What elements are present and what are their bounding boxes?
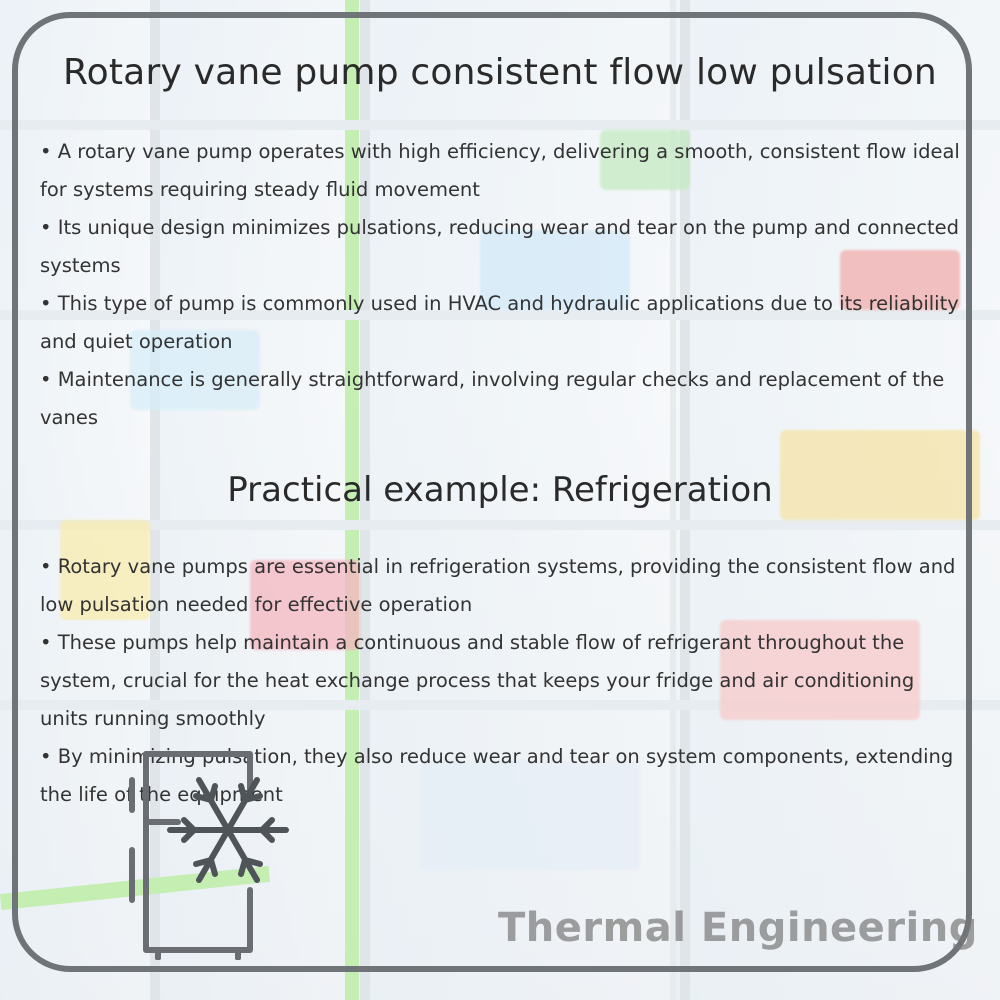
list-item: • Its unique design minimizes pulsations… <box>40 216 959 277</box>
list-item: • Maintenance is generally straightforwa… <box>40 368 945 429</box>
fridge-snowflake-icon <box>129 751 289 960</box>
rounded-frame <box>12 12 972 972</box>
intro-bullet-list: • A rotary vane pump operates with high … <box>40 133 960 437</box>
brand-watermark: Thermal Engineering <box>498 905 978 951</box>
list-item: • Rotary vane pumps are essential in ref… <box>40 555 956 616</box>
list-item: • By minimizing pulsation, they also red… <box>40 745 954 806</box>
section-title: Practical example: Refrigeration <box>227 470 773 510</box>
list-item: • These pumps help maintain a continuous… <box>40 631 915 730</box>
list-item: • This type of pump is commonly used in … <box>40 292 959 353</box>
example-bullet-list: • Rotary vane pumps are essential in ref… <box>40 548 960 814</box>
list-item: • A rotary vane pump operates with high … <box>40 140 960 201</box>
page-title: Rotary vane pump consistent flow low pul… <box>63 52 937 93</box>
